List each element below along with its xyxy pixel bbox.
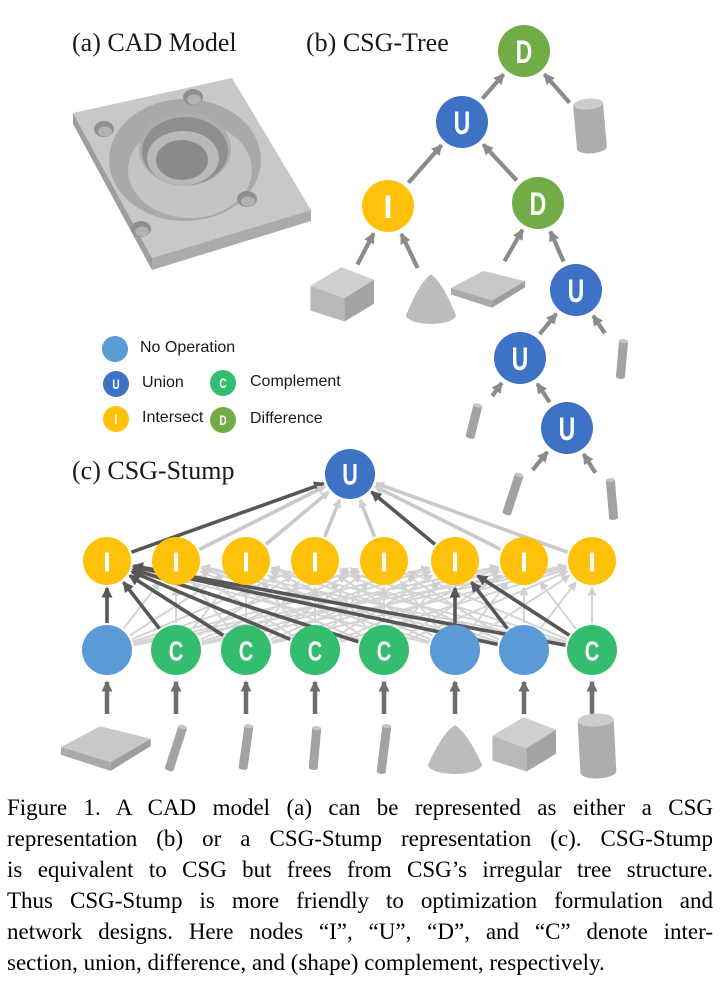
svg-text:I: I <box>172 547 180 578</box>
stump-intersect-node: I <box>568 537 616 585</box>
svg-text:C: C <box>377 636 392 667</box>
tree-node-u: U <box>541 402 593 454</box>
svg-text:C: C <box>239 636 254 667</box>
legend-union-label: Union <box>142 374 184 391</box>
primitive-stick <box>308 726 322 770</box>
stump-intersect-node: I <box>360 537 408 585</box>
primitive-plate <box>61 726 151 771</box>
svg-text:C: C <box>308 636 323 667</box>
svg-text:I: I <box>451 547 459 578</box>
svg-text:I: I <box>384 189 393 225</box>
stump-shape-arrows <box>101 680 598 714</box>
caption-line: section, union, difference, and (shape) … <box>7 950 605 975</box>
primitive-cube <box>492 717 556 772</box>
caption-line: Thus CSG-Stump is more friendly to optim… <box>7 888 713 913</box>
stump-intersect-node: I <box>500 537 548 585</box>
stump-nodes: I I I I I I I I C C C C C U <box>82 449 617 675</box>
stump-shapes <box>61 713 617 779</box>
legend-no-operation-icon <box>102 336 128 362</box>
caption-line: is equivalent to CSG but frees from CSG’… <box>7 857 713 882</box>
tree-node-u: U <box>550 264 602 316</box>
stump-intersect-node: I <box>222 537 270 585</box>
primitive-stick <box>502 472 524 516</box>
primitive-stick <box>465 403 483 439</box>
primitive-cube <box>310 267 374 322</box>
svg-text:I: I <box>520 547 528 578</box>
primitive-cone <box>406 274 456 324</box>
caption-line: network designs. Here nodes “I”, “U”, “D… <box>7 919 713 944</box>
stump-noop-node <box>430 625 480 675</box>
stump-intersect-node: I <box>152 537 200 585</box>
stump-complement-node: C <box>221 625 271 675</box>
tree-node-u: U <box>436 96 488 148</box>
legend-intersect-label: Intersect <box>142 409 204 426</box>
svg-text:D: D <box>530 186 547 222</box>
tree-node-u: U <box>494 332 546 384</box>
legend-no-operation-label: No Operation <box>140 339 236 356</box>
tree-node-i: I <box>362 180 414 232</box>
caption-line: representation (b) or a CSG-Stump repres… <box>7 826 713 851</box>
stump-noop-node <box>499 625 549 675</box>
svg-text:U: U <box>454 105 471 141</box>
primitive-cone <box>428 725 482 775</box>
figure-caption: Figure 1. A CAD model (a) can be represe… <box>7 792 713 978</box>
stump-intersect-node: I <box>83 537 131 585</box>
stump-root-union-node: U <box>325 449 375 499</box>
svg-text:U: U <box>568 273 585 309</box>
svg-text:I: I <box>380 547 388 578</box>
svg-text:C: C <box>169 636 184 667</box>
legend-union-icon: U <box>103 371 129 397</box>
stump-complement-node: C <box>290 625 340 675</box>
panel-b-title: (b) CSG-Tree <box>306 28 449 57</box>
svg-text:I: I <box>242 547 250 578</box>
primitive-stick <box>238 724 254 770</box>
csg-tree-shapes <box>310 98 629 520</box>
svg-text:D: D <box>516 34 533 70</box>
svg-text:U: U <box>559 411 576 447</box>
csg-tree-edges <box>355 72 607 474</box>
stump-complement-node: C <box>359 625 409 675</box>
svg-text:U: U <box>342 459 358 492</box>
panel-a-title: (a) CAD Model <box>72 28 237 57</box>
tree-node-d: D <box>498 25 550 77</box>
primitive-cylinder <box>577 713 617 779</box>
legend-difference-label: Difference <box>250 410 323 427</box>
stump-noop-node <box>82 625 132 675</box>
stump-complement-node: C <box>151 625 201 675</box>
legend-intersect-icon: I <box>103 406 129 432</box>
svg-text:I: I <box>311 547 319 578</box>
stump-intersect-node: I <box>431 537 479 585</box>
primitive-cylinder <box>573 98 607 154</box>
svg-text:U: U <box>512 341 529 377</box>
svg-text:I: I <box>103 547 111 578</box>
svg-text:C: C <box>585 636 600 667</box>
primitive-plate <box>451 270 526 308</box>
legend-difference-icon: D <box>210 407 236 433</box>
tree-node-d: D <box>512 177 564 229</box>
primitive-stick <box>605 478 619 520</box>
legend-complement-icon: C <box>210 370 236 396</box>
caption-line: Figure 1. A CAD model (a) can be represe… <box>7 795 713 820</box>
svg-text:I: I <box>588 547 596 578</box>
primitive-stick <box>615 339 629 379</box>
stump-intersect-node: I <box>291 537 339 585</box>
primitive-stick <box>376 724 392 774</box>
stump-complement-node: C <box>567 625 617 675</box>
legend-complement-label: Complement <box>250 373 341 390</box>
primitive-stick <box>164 724 188 772</box>
panel-c-title: (c) CSG-Stump <box>72 456 235 485</box>
cad-model <box>73 78 311 270</box>
